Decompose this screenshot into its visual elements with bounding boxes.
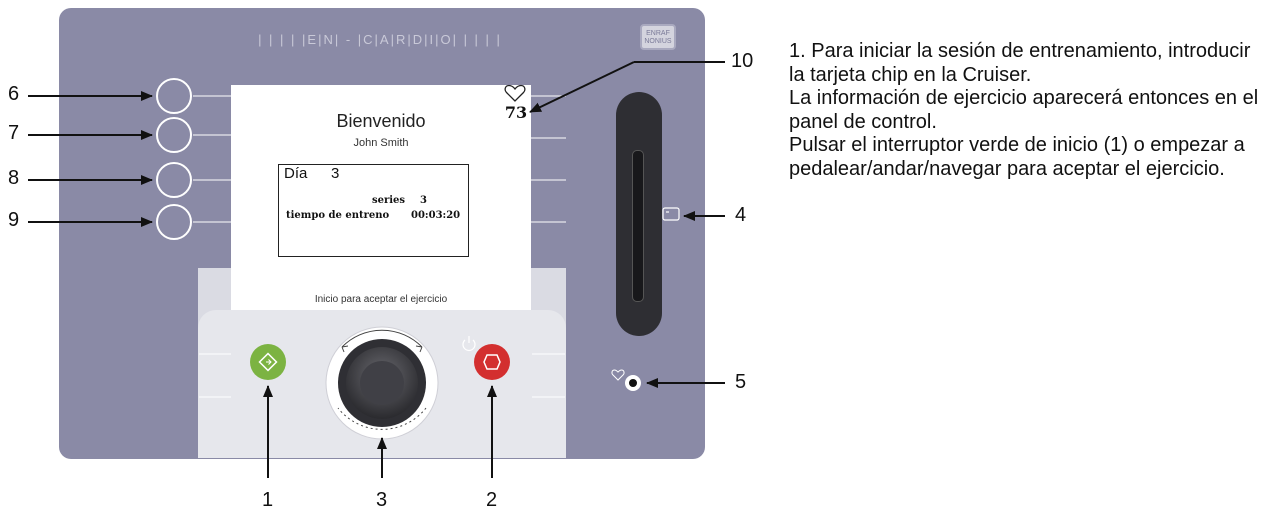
brand-label: | | | | |E|N| - |C|A|R|D|I|O| | | | |: [258, 32, 502, 47]
day-label: Día: [284, 165, 308, 182]
instructions-paragraph-3: Pulsar el interruptor verde de inicio (1…: [789, 134, 1245, 180]
heart-sensor-jack[interactable]: [625, 375, 641, 391]
callout-1: 1: [262, 489, 274, 511]
series-label: series: [372, 195, 406, 206]
knob-rotation-arrows: [337, 329, 427, 430]
callout-8: 8: [8, 167, 20, 189]
softkey-button-4[interactable]: [156, 204, 192, 240]
softkey-button-1[interactable]: [156, 78, 192, 114]
workout-info-box: [278, 164, 469, 257]
softkey-button-2[interactable]: [156, 117, 192, 153]
callout-5: 5: [735, 371, 747, 393]
day-value: 3: [331, 165, 340, 182]
tiempo-label: tiempo de entreno: [286, 210, 390, 221]
stop-button[interactable]: [474, 344, 510, 380]
heart-icon: [504, 84, 526, 102]
softkey-button-3[interactable]: [156, 162, 192, 198]
card-slot-opening: [632, 150, 644, 302]
user-name: John Smith: [353, 137, 409, 149]
power-icon: [462, 336, 476, 351]
card-icon: [662, 207, 680, 221]
rotary-knob[interactable]: [325, 326, 439, 440]
hint-text: Inicio para aceptar el ejercicio: [314, 294, 448, 305]
callout-4: 4: [735, 204, 747, 226]
welcome-text: Bienvenido: [336, 111, 426, 131]
heart-small-icon: [611, 369, 625, 381]
callout-arrows: [28, 61, 725, 478]
heart-rate-value: 73: [504, 103, 528, 122]
instructions-text: 1. Para iniciar la sesión de entrenamien…: [789, 40, 1259, 181]
callout-6: 6: [8, 83, 20, 105]
series-value: 3: [420, 195, 427, 206]
callout-3: 3: [376, 489, 388, 511]
instructions-paragraph-2: La información de ejercicio aparecerá en…: [789, 87, 1259, 133]
callout-2: 2: [486, 489, 498, 511]
brand-badge-icon: ENRAF NONIUS: [640, 24, 676, 50]
callout-10: 10: [731, 50, 754, 72]
callout-7: 7: [8, 122, 20, 144]
panel-guide-lines: [193, 95, 566, 398]
instructions-paragraph-1: 1. Para iniciar la sesión de entrenamien…: [789, 40, 1251, 86]
start-button[interactable]: [250, 344, 286, 380]
callout-9: 9: [8, 209, 20, 231]
tiempo-value: 00:03:20: [411, 210, 461, 221]
